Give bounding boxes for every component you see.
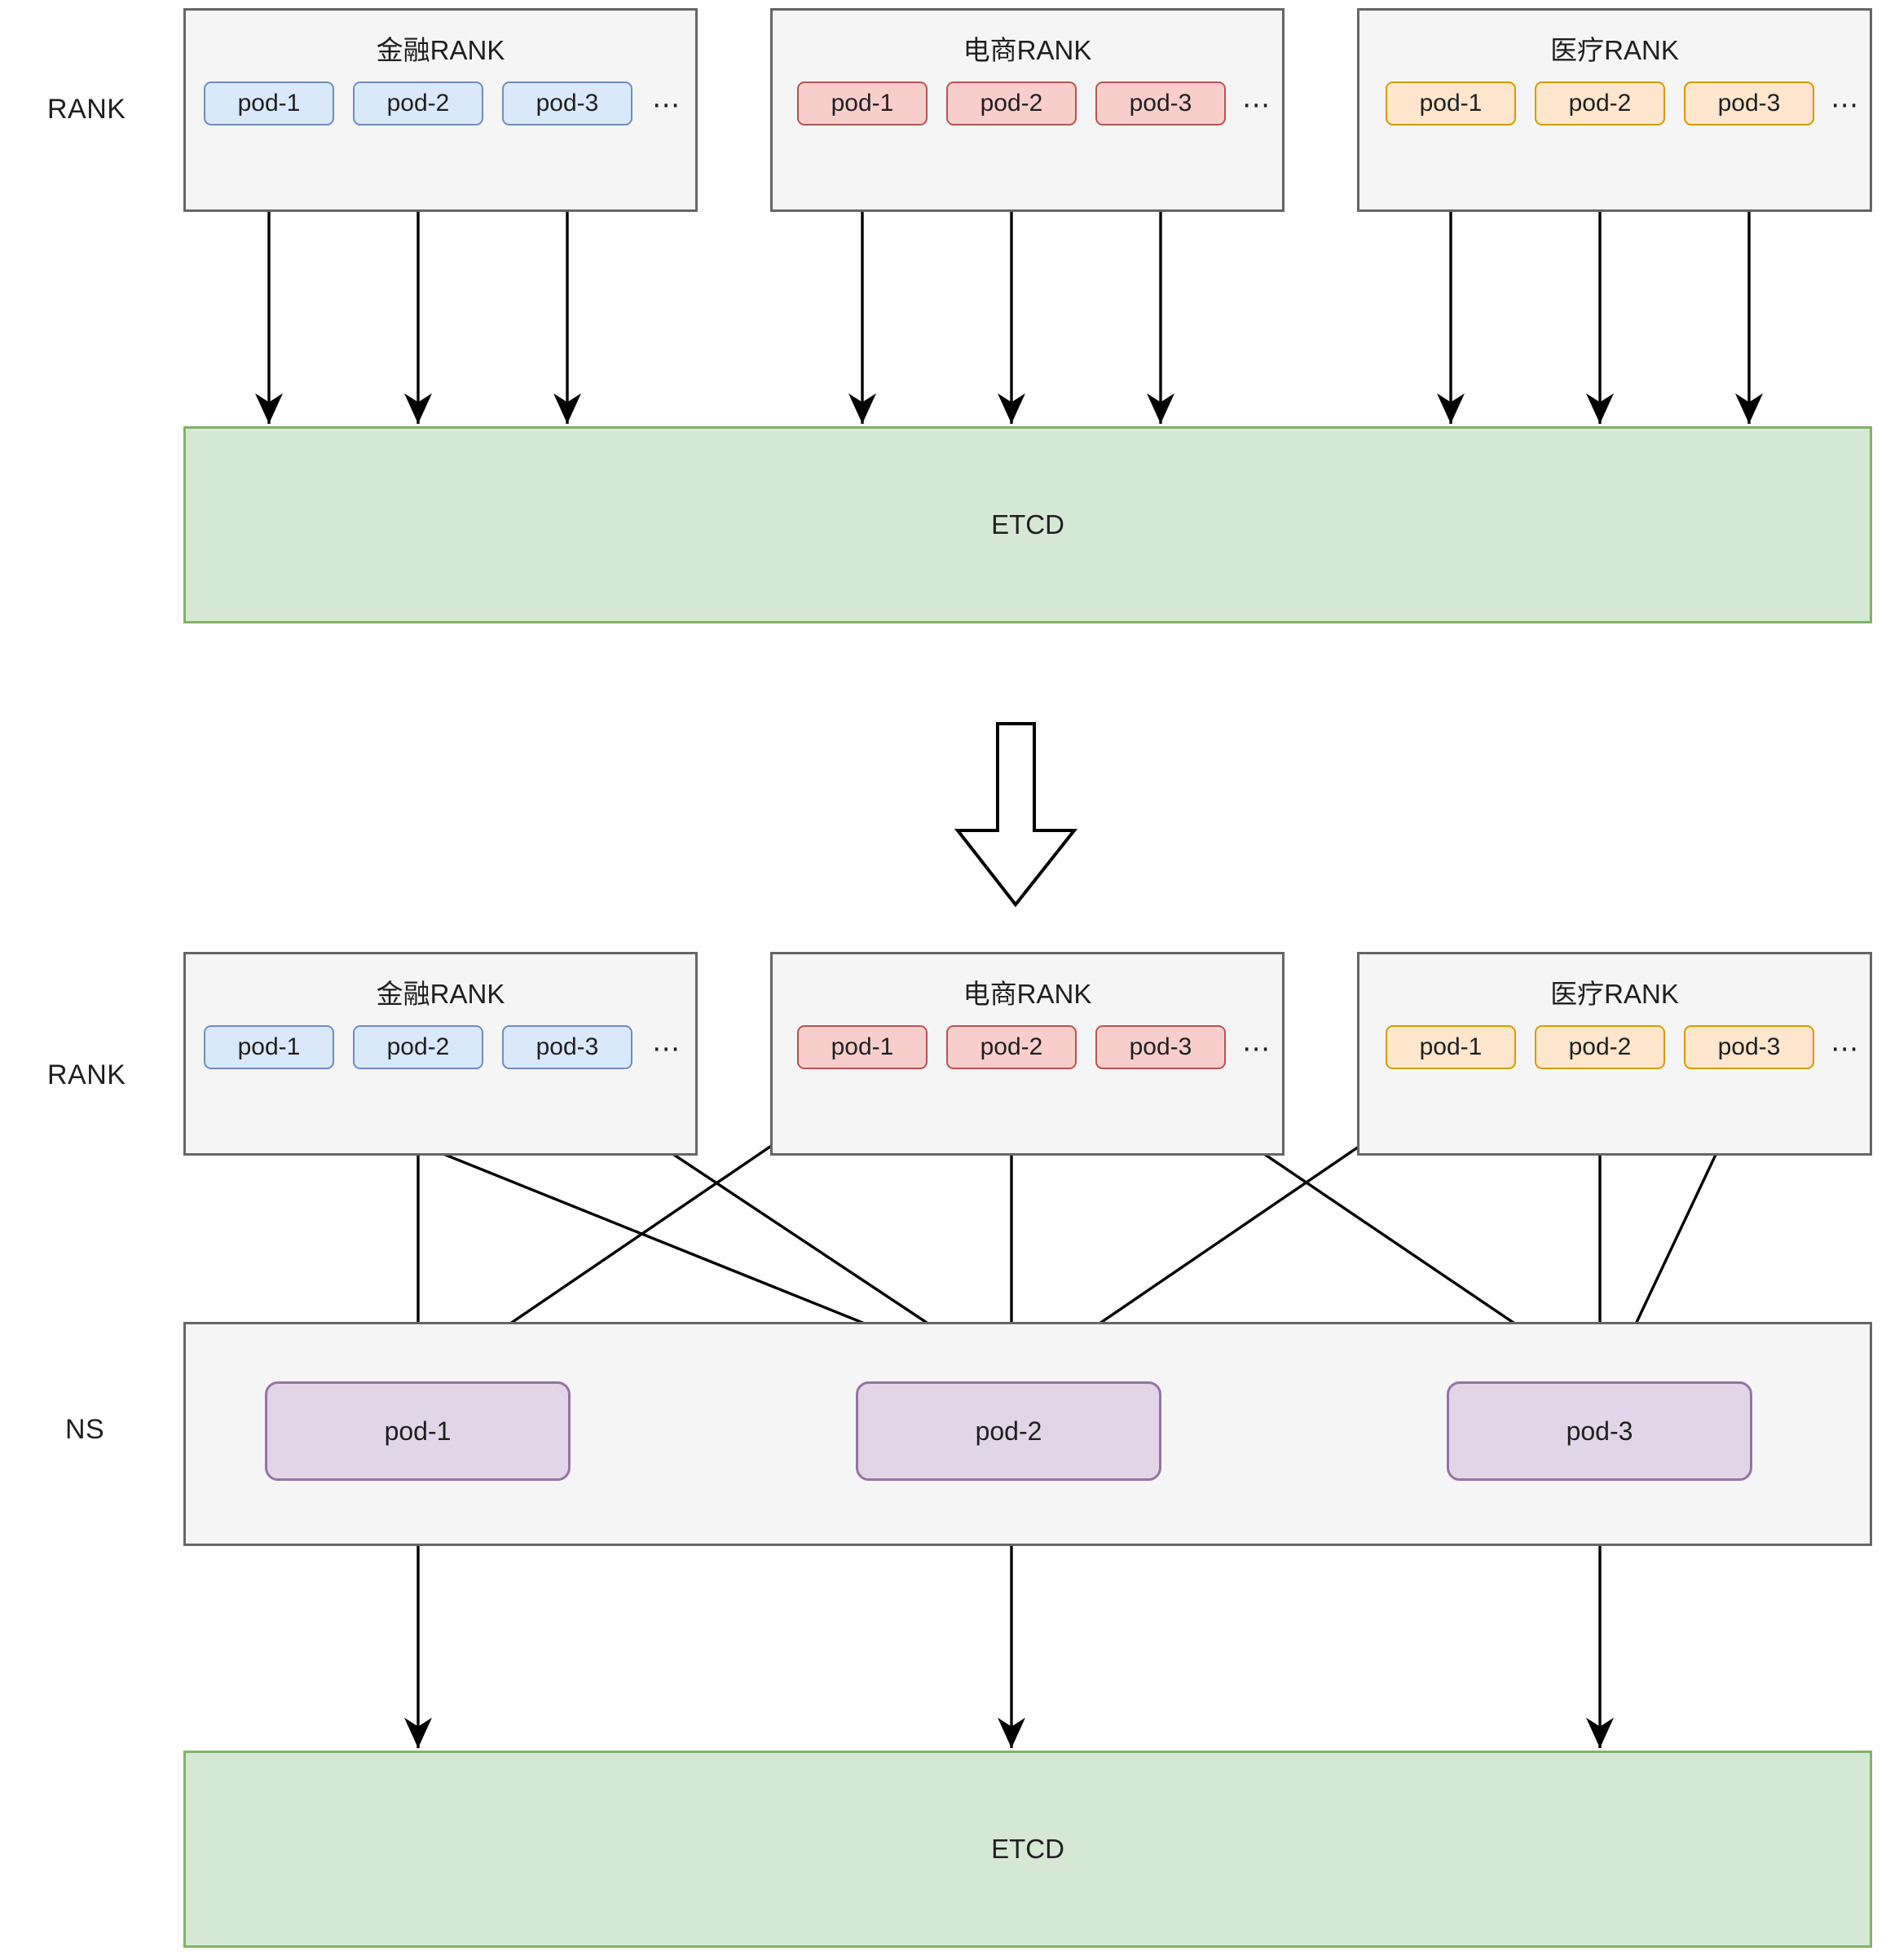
pod-label: pod-1 [1419, 90, 1483, 117]
rank-group-title: 电商RANK [963, 979, 1092, 1009]
etcd-box-bottom: ETCD [183, 1751, 1872, 1948]
pod-finance-2-bottom[interactable]: pod-2 [353, 1025, 483, 1069]
pod-label: pod-2 [980, 90, 1043, 117]
pod-finance-1-bottom[interactable]: pod-1 [204, 1025, 334, 1069]
pod-label: pod-3 [1717, 90, 1781, 117]
rank-group-title: 医疗RANK [1550, 35, 1679, 65]
ns-pod-2[interactable]: pod-2 [856, 1381, 1161, 1481]
pod-label: pod-2 [386, 90, 450, 117]
bottom-rank-row-label: RANK [47, 1059, 126, 1090]
transition-down-arrow [954, 722, 1078, 908]
ns-pod-1[interactable]: pod-1 [265, 1381, 571, 1481]
rank-group-title: 医疗RANK [1550, 979, 1679, 1009]
pod-medical-3-bottom[interactable]: pod-3 [1684, 1025, 1814, 1069]
pod-label: pod-3 [1717, 1033, 1781, 1060]
pod-ecommerce-2-top[interactable]: pod-2 [946, 81, 1077, 126]
ellipsis-medical-top: ⋯ [1831, 90, 1860, 121]
pod-medical-2-top[interactable]: pod-2 [1535, 81, 1665, 126]
etcd-box-top: ETCD [183, 426, 1872, 623]
ns-pod-label: pod-3 [1566, 1416, 1633, 1446]
pod-label: pod-2 [1568, 90, 1632, 117]
ellipsis-finance-bottom: ⋯ [652, 1033, 681, 1064]
ns-pod-3[interactable]: pod-3 [1447, 1381, 1752, 1481]
pod-ecommerce-1-top[interactable]: pod-1 [797, 81, 928, 126]
rank-group-title: 金融RANK [376, 35, 505, 65]
pod-label: pod-3 [535, 1033, 599, 1060]
pod-medical-2-bottom[interactable]: pod-2 [1535, 1025, 1665, 1069]
pod-label: pod-3 [1129, 90, 1192, 117]
pod-ecommerce-3-bottom[interactable]: pod-3 [1095, 1025, 1226, 1069]
pod-medical-3-top[interactable]: pod-3 [1684, 81, 1814, 126]
pod-label: pod-1 [1419, 1033, 1483, 1060]
etcd-label: ETCD [991, 509, 1064, 540]
pod-ecommerce-3-top[interactable]: pod-3 [1095, 81, 1226, 126]
pod-label: pod-3 [535, 90, 599, 117]
ellipsis-finance-top: ⋯ [652, 90, 681, 121]
pod-ecommerce-2-bottom[interactable]: pod-2 [946, 1025, 1077, 1069]
ns-row-label: NS [65, 1414, 105, 1445]
pod-finance-3-bottom[interactable]: pod-3 [502, 1025, 632, 1069]
pod-finance-1-top[interactable]: pod-1 [204, 81, 334, 126]
pod-label: pod-2 [386, 1033, 450, 1060]
pod-finance-2-top[interactable]: pod-2 [353, 81, 483, 126]
rank-group-title: 金融RANK [376, 979, 505, 1009]
pod-label: pod-1 [237, 90, 301, 117]
etcd-label: ETCD [991, 1834, 1064, 1864]
pod-label: pod-1 [831, 1033, 894, 1060]
pod-finance-3-top[interactable]: pod-3 [502, 81, 632, 126]
pod-ecommerce-1-bottom[interactable]: pod-1 [797, 1025, 928, 1069]
pod-label: pod-2 [1568, 1033, 1632, 1060]
rank-group-title: 电商RANK [963, 35, 1092, 65]
ns-pod-label: pod-1 [384, 1416, 452, 1446]
pod-medical-1-bottom[interactable]: pod-1 [1386, 1025, 1516, 1069]
ellipsis-ecommerce-bottom: ⋯ [1242, 1033, 1271, 1064]
pod-label: pod-2 [980, 1033, 1043, 1060]
pod-label: pod-1 [237, 1033, 301, 1060]
ns-pod-label: pod-2 [975, 1416, 1042, 1446]
top-rank-row-label: RANK [47, 94, 126, 125]
pod-label: pod-1 [831, 90, 894, 117]
ellipsis-medical-bottom: ⋯ [1831, 1033, 1860, 1064]
ellipsis-ecommerce-top: ⋯ [1242, 90, 1271, 121]
pod-label: pod-3 [1129, 1033, 1192, 1060]
pod-medical-1-top[interactable]: pod-1 [1386, 81, 1516, 126]
